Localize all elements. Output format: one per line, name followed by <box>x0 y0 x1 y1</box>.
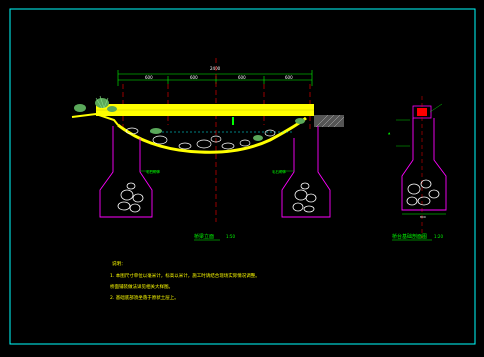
left-bank <box>71 95 119 126</box>
elevation-caption: 桥梁立面 <box>194 233 214 240</box>
right-abutment-label: 毛石砌体 <box>272 169 286 174</box>
shrub-icon <box>74 98 117 112</box>
section-dim-label: 800 <box>420 215 426 219</box>
dim-label-1: 600 <box>145 75 153 80</box>
section-note-1: ▲ <box>388 131 391 135</box>
centre-marker <box>232 117 234 125</box>
dim-label-2: 600 <box>190 75 198 80</box>
right-abutment <box>281 126 331 218</box>
left-abutment <box>99 126 153 218</box>
river-bed <box>117 116 307 154</box>
elevation-scale: 1:50 <box>226 234 235 239</box>
note-line-3: 2. 基础底部须坐落于原状土层上。 <box>110 294 179 301</box>
section-stones <box>406 179 440 206</box>
bridge-elevation: 600 600 600 600 2400 <box>71 58 345 241</box>
section-scale: 1:20 <box>434 234 443 239</box>
abutment-section: 800 ▲ 桥台基础剖面图 1:20 <box>388 96 447 241</box>
note-line-2: 桥面铺装做法详见相关大样图。 <box>110 283 173 290</box>
section-leaders <box>396 103 443 147</box>
left-abutment-label: 毛石砌体 <box>146 169 160 174</box>
section-caption: 桥台基础剖面图 <box>392 233 427 240</box>
road-approach-right <box>314 114 345 128</box>
left-foundation-stones <box>117 182 144 213</box>
top-dimension-line <box>117 70 313 86</box>
sheet-frame <box>9 8 476 345</box>
dim-label-3: 600 <box>238 75 246 80</box>
drawing-notes: 说明： 1. 本图尺寸单位以毫米计，标高以米计，施工时请结合现场实际情况调整。 … <box>110 260 260 301</box>
dim-label-total: 2400 <box>210 66 221 71</box>
dim-label-4: 600 <box>285 75 293 80</box>
river-stones <box>125 127 276 150</box>
section-body <box>401 118 447 211</box>
riverbed-plants <box>150 118 305 141</box>
notes-title: 说明： <box>112 260 126 267</box>
note-line-1: 1. 本图尺寸单位以毫米计，标高以米计，施工时请结合现场实际情况调整。 <box>110 272 260 279</box>
right-foundation-stones <box>292 182 317 213</box>
bridge-deck <box>96 104 314 116</box>
